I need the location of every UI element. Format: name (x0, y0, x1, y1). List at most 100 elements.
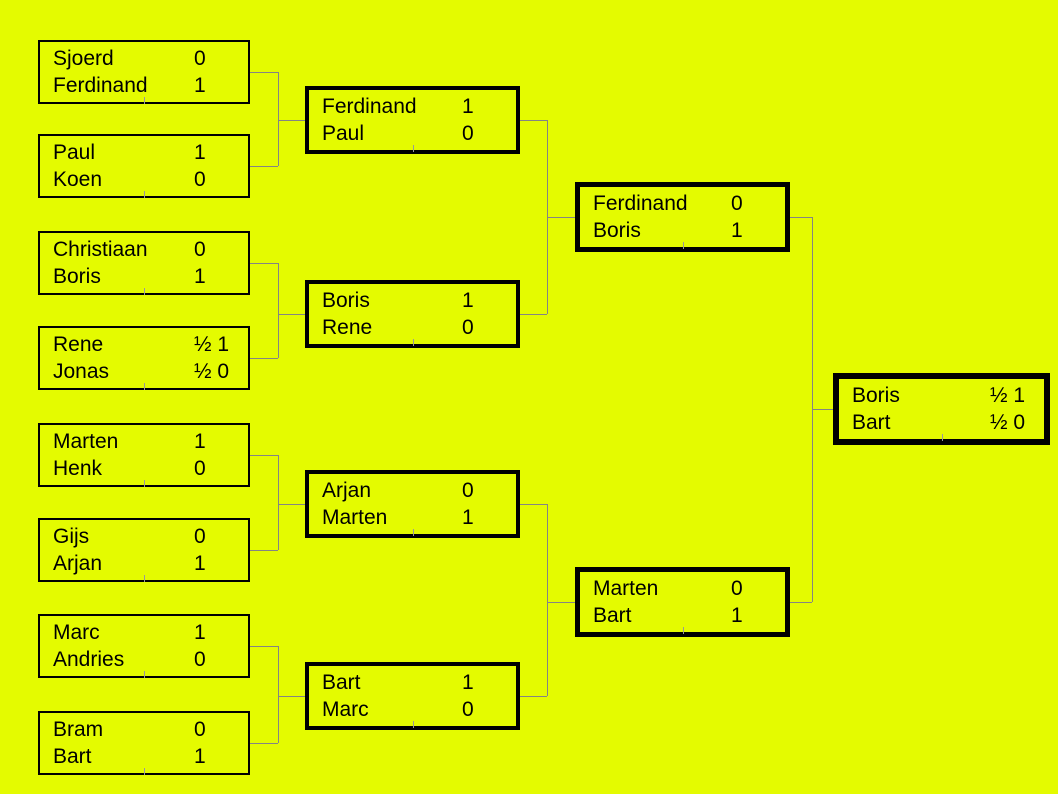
semifinal-match-1: Ferdinand 0 Boris 1 (575, 182, 790, 252)
round1-match-6: Gijs 0 Arjan 1 (38, 518, 250, 582)
player-score: 1 (194, 430, 206, 453)
anchor-tick (412, 721, 414, 728)
player-score: 0 (731, 577, 743, 600)
match-row: Bart 1 (593, 602, 773, 629)
connector-line (250, 743, 278, 744)
match-row: Boris 1 (593, 217, 773, 244)
player-name: Boris (322, 289, 370, 312)
match-row: Sjoerd 0 (53, 45, 236, 72)
player-name: Jonas (53, 360, 110, 383)
round1-match-8: Bram 0 Bart 1 (38, 711, 250, 775)
player-name: Marten (322, 506, 388, 529)
match-row: Paul 0 (322, 120, 504, 147)
match-row: Marc 1 (53, 619, 236, 646)
player-score: 0 (194, 525, 206, 548)
player-name: Boris (53, 265, 101, 288)
player-score: 1 (731, 219, 743, 242)
player-score: 0 (194, 47, 206, 70)
player-score: ½ 1 (194, 333, 230, 356)
round1-match-4: Rene ½ 1 Jonas ½ 0 (38, 326, 250, 390)
player-name: Arjan (322, 479, 372, 502)
anchor-tick (941, 434, 943, 441)
match-row: Bart 1 (53, 743, 236, 770)
connector-line (278, 646, 279, 743)
connector-line (547, 504, 548, 696)
anchor-tick (412, 529, 414, 536)
player-name: Paul (322, 122, 365, 145)
player-score: 1 (194, 621, 206, 644)
player-score: 0 (194, 168, 206, 191)
player-name: Boris (852, 384, 900, 407)
anchor-tick (412, 339, 414, 346)
connector-line (812, 409, 833, 410)
player-score: 0 (462, 479, 474, 502)
match-row: Bram 0 (53, 716, 236, 743)
final-match: Boris ½ 1 Bart ½ 0 (833, 373, 1050, 445)
connector-line (520, 120, 547, 121)
player-name: Boris (593, 219, 641, 242)
semifinal-match-2: Marten 0 Bart 1 (575, 567, 790, 637)
connector-line (790, 602, 812, 603)
player-score: 1 (731, 604, 743, 627)
player-score: 1 (462, 289, 474, 312)
connector-line (250, 455, 278, 456)
player-score: 0 (194, 457, 206, 480)
connector-line (278, 504, 305, 505)
connector-line (250, 166, 278, 167)
player-score: 1 (194, 745, 206, 768)
anchor-tick (144, 383, 145, 390)
match-row: Paul 1 (53, 139, 236, 166)
match-row: Marten 1 (322, 504, 504, 531)
match-row: Rene 0 (322, 314, 504, 341)
player-name: Rene (53, 333, 104, 356)
player-name: Arjan (53, 552, 103, 575)
player-name: Bart (593, 604, 632, 627)
player-name: Bart (53, 745, 92, 768)
connector-line (520, 696, 547, 697)
anchor-tick (412, 145, 414, 152)
match-row: Andries 0 (53, 646, 236, 673)
connector-line (520, 314, 547, 315)
player-score: 1 (462, 506, 474, 529)
match-row: Arjan 1 (53, 550, 236, 577)
round2-match-2: Boris 1 Rene 0 (305, 280, 520, 348)
round1-match-7: Marc 1 Andries 0 (38, 614, 250, 678)
player-score: 0 (194, 718, 206, 741)
player-name: Bart (322, 671, 361, 694)
player-score: 1 (462, 671, 474, 694)
match-row: Boris 1 (53, 263, 236, 290)
player-score: 0 (194, 238, 206, 261)
player-score: ½ 1 (990, 384, 1026, 407)
connector-line (250, 646, 278, 647)
anchor-tick (144, 288, 145, 295)
connector-line (790, 217, 812, 218)
connector-line (278, 696, 305, 697)
match-row: Bart 1 (322, 669, 504, 696)
player-name: Marten (53, 430, 119, 453)
round1-match-2: Paul 1 Koen 0 (38, 134, 250, 198)
player-score: 1 (194, 74, 206, 97)
player-name: Rene (322, 316, 373, 339)
player-score: ½ 0 (990, 411, 1026, 434)
connector-line (278, 455, 279, 550)
match-row: Gijs 0 (53, 523, 236, 550)
anchor-tick (682, 627, 684, 634)
round1-match-1: Sjoerd 0 Ferdinand 1 (38, 40, 250, 104)
player-name: Marc (322, 698, 369, 721)
player-score: 0 (731, 192, 743, 215)
player-name: Ferdinand (593, 192, 688, 215)
connector-line (250, 72, 278, 73)
player-name: Sjoerd (53, 47, 114, 70)
match-row: Ferdinand 1 (322, 93, 504, 120)
round2-match-3: Arjan 0 Marten 1 (305, 470, 520, 538)
connector-line (547, 602, 575, 603)
player-score: 0 (462, 122, 474, 145)
player-name: Christiaan (53, 238, 148, 261)
player-name: Marten (593, 577, 659, 600)
player-name: Marc (53, 621, 100, 644)
player-name: Ferdinand (53, 74, 148, 97)
round1-match-3: Christiaan 0 Boris 1 (38, 231, 250, 295)
anchor-tick (144, 191, 145, 198)
player-score: 0 (194, 648, 206, 671)
